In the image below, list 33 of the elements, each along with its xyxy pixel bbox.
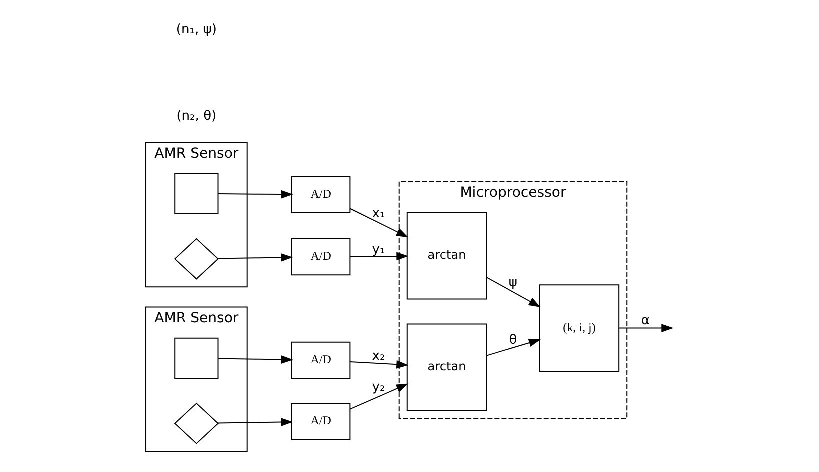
node-box: arctan [406,212,488,300]
arrow [486,338,542,356]
node-box: A/D [292,238,351,276]
node-box: (k, i, j) [539,284,620,372]
arrow [218,253,294,262]
node-box [174,173,219,214]
node-box: A/D [292,176,351,214]
node-diamond [174,402,219,444]
edge-label: x₂ [372,348,386,364]
arrow [350,252,409,261]
cluster: AMR Sensor [146,306,248,452]
arrow [486,277,541,308]
node-box: A/D [292,342,351,379]
node-box: A/D [292,403,351,440]
node-diamond [174,238,219,280]
edge-label: ψ [508,276,518,291]
arrow [218,190,294,199]
edge-label: x₁ [372,206,386,222]
arrow [350,360,409,369]
cluster: AMR Sensor [146,142,248,288]
arrow [350,208,409,238]
node-box [174,338,219,379]
edge-label: y₂ [372,380,386,395]
edge-label: θ [509,332,518,348]
arrow [350,384,409,410]
node-box: arctan [406,324,488,412]
arrow [218,356,294,364]
arrow [619,324,674,333]
edge-label: α [641,314,650,329]
label: (n₁, ψ) [176,22,217,38]
edge-label: y₁ [372,242,386,258]
label: (n₂, θ) [176,109,217,124]
arrow [218,418,294,426]
